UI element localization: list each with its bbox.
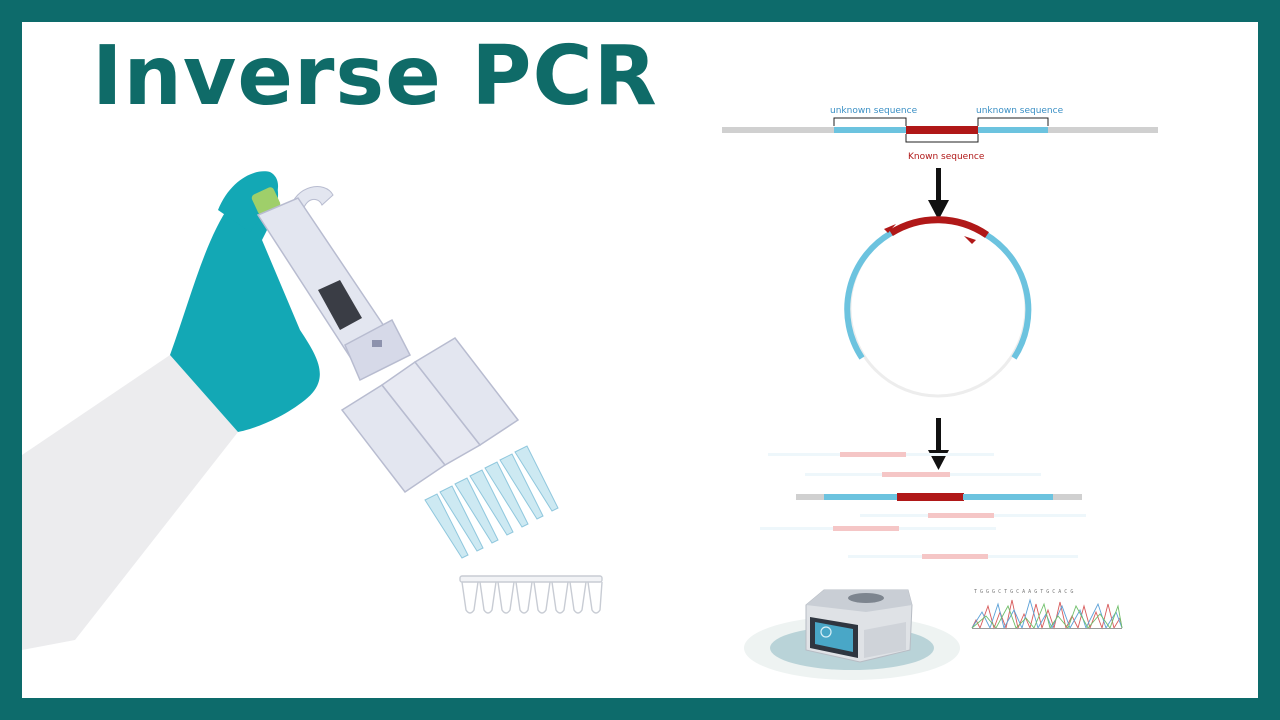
thermal-cycler-icon [744, 589, 960, 680]
primer-reverse-icon [884, 224, 896, 233]
page-title: Inverse PCR [92, 29, 658, 124]
glove-hand-icon [170, 171, 320, 432]
known-sequence-label: Known sequence [908, 152, 985, 162]
unknown-sequence-right-label: unknown sequence [976, 106, 1064, 116]
unknown-sequence-left-label: unknown sequence [830, 106, 918, 116]
circular-dna [844, 216, 1032, 398]
arrow-down-icon [928, 168, 949, 220]
lab-coat-sleeve [22, 355, 238, 650]
sequencing-chromatogram-icon: T G G G C T G C A A G T G C A C G [971, 589, 1123, 630]
sequence-brackets [833, 117, 1049, 143]
amplified-fragments [760, 452, 1086, 559]
primer-forward-icon [964, 236, 976, 244]
arrow-down-icon [928, 418, 949, 470]
linear-dna [722, 126, 1158, 134]
pcr-tube-strip-icon [459, 575, 603, 614]
svg-text:T G G G C T G C A A G T G C A: T G G G C T G C A A G T G C A C G [974, 589, 1073, 595]
multichannel-pipette-icon [251, 186, 559, 559]
